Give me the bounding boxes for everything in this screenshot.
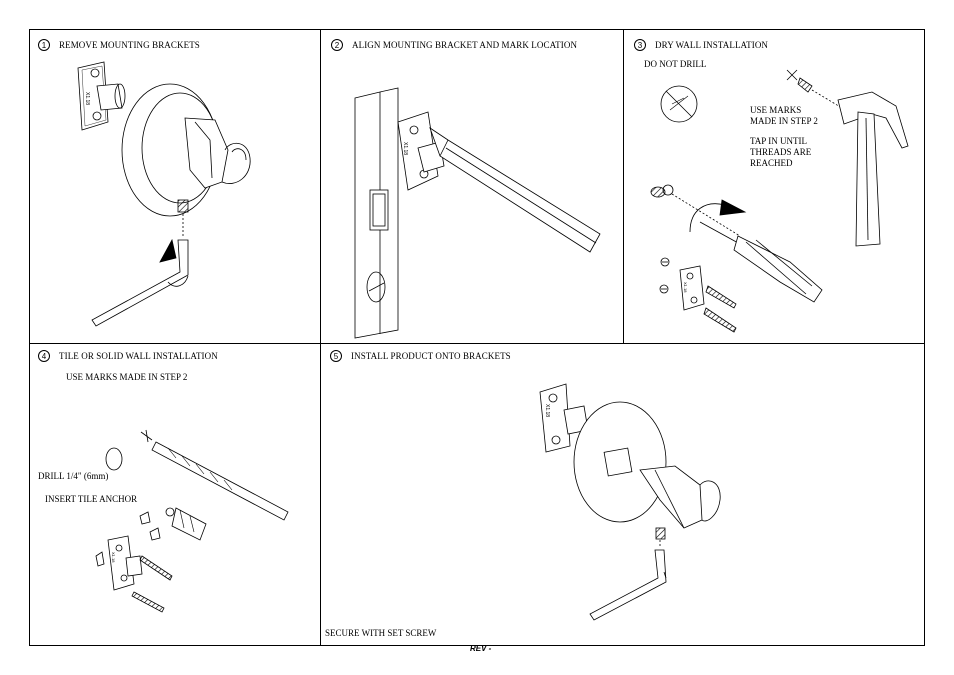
divider-row (29, 343, 925, 344)
step-3-number: 3 (634, 39, 646, 51)
step-2-number: 2 (331, 39, 343, 51)
step-5-title: INSTALL PRODUCT ONTO BRACKETS (351, 351, 511, 361)
note-drill-size: DRILL 1/4" (6mm) (38, 471, 109, 481)
instruction-sheet-frame (29, 29, 925, 646)
note-use-marks-step4: USE MARKS MADE IN STEP 2 (66, 372, 188, 382)
step-1-number: 1 (38, 39, 50, 51)
step-3-title: DRY WALL INSTALLATION (655, 40, 769, 50)
step-4-number: 4 (38, 350, 50, 362)
note-do-not-drill: DO NOT DRILL (644, 59, 707, 69)
divider-col-2 (623, 29, 624, 343)
step-4-header: 4 TILE OR SOLID WALL INSTALLATION (38, 350, 218, 362)
step-2-title: ALIGN MOUNTING BRACKET AND MARK LOCATION (352, 40, 578, 50)
step-5-header: 5 INSTALL PRODUCT ONTO BRACKETS (330, 350, 511, 362)
note-tap-in: TAP IN UNTIL THREADS ARE REACHED (750, 136, 812, 168)
note-secure: SECURE WITH SET SCREW (325, 628, 437, 638)
revision-label: REV - (470, 644, 492, 653)
step-5-number: 5 (330, 350, 342, 362)
step-3-header: 3 DRY WALL INSTALLATION (634, 39, 768, 51)
step-1-header: 1 REMOVE MOUNTING BRACKETS (38, 39, 200, 51)
step-2-header: 2 ALIGN MOUNTING BRACKET AND MARK LOCATI… (331, 39, 577, 51)
note-use-marks: USE MARKS MADE IN STEP 2 (750, 105, 818, 126)
note-insert-anchor: INSERT TILE ANCHOR (45, 494, 138, 504)
divider-col-1 (320, 29, 321, 646)
step-4-title: TILE OR SOLID WALL INSTALLATION (59, 351, 218, 361)
step-1-title: REMOVE MOUNTING BRACKETS (59, 40, 200, 50)
